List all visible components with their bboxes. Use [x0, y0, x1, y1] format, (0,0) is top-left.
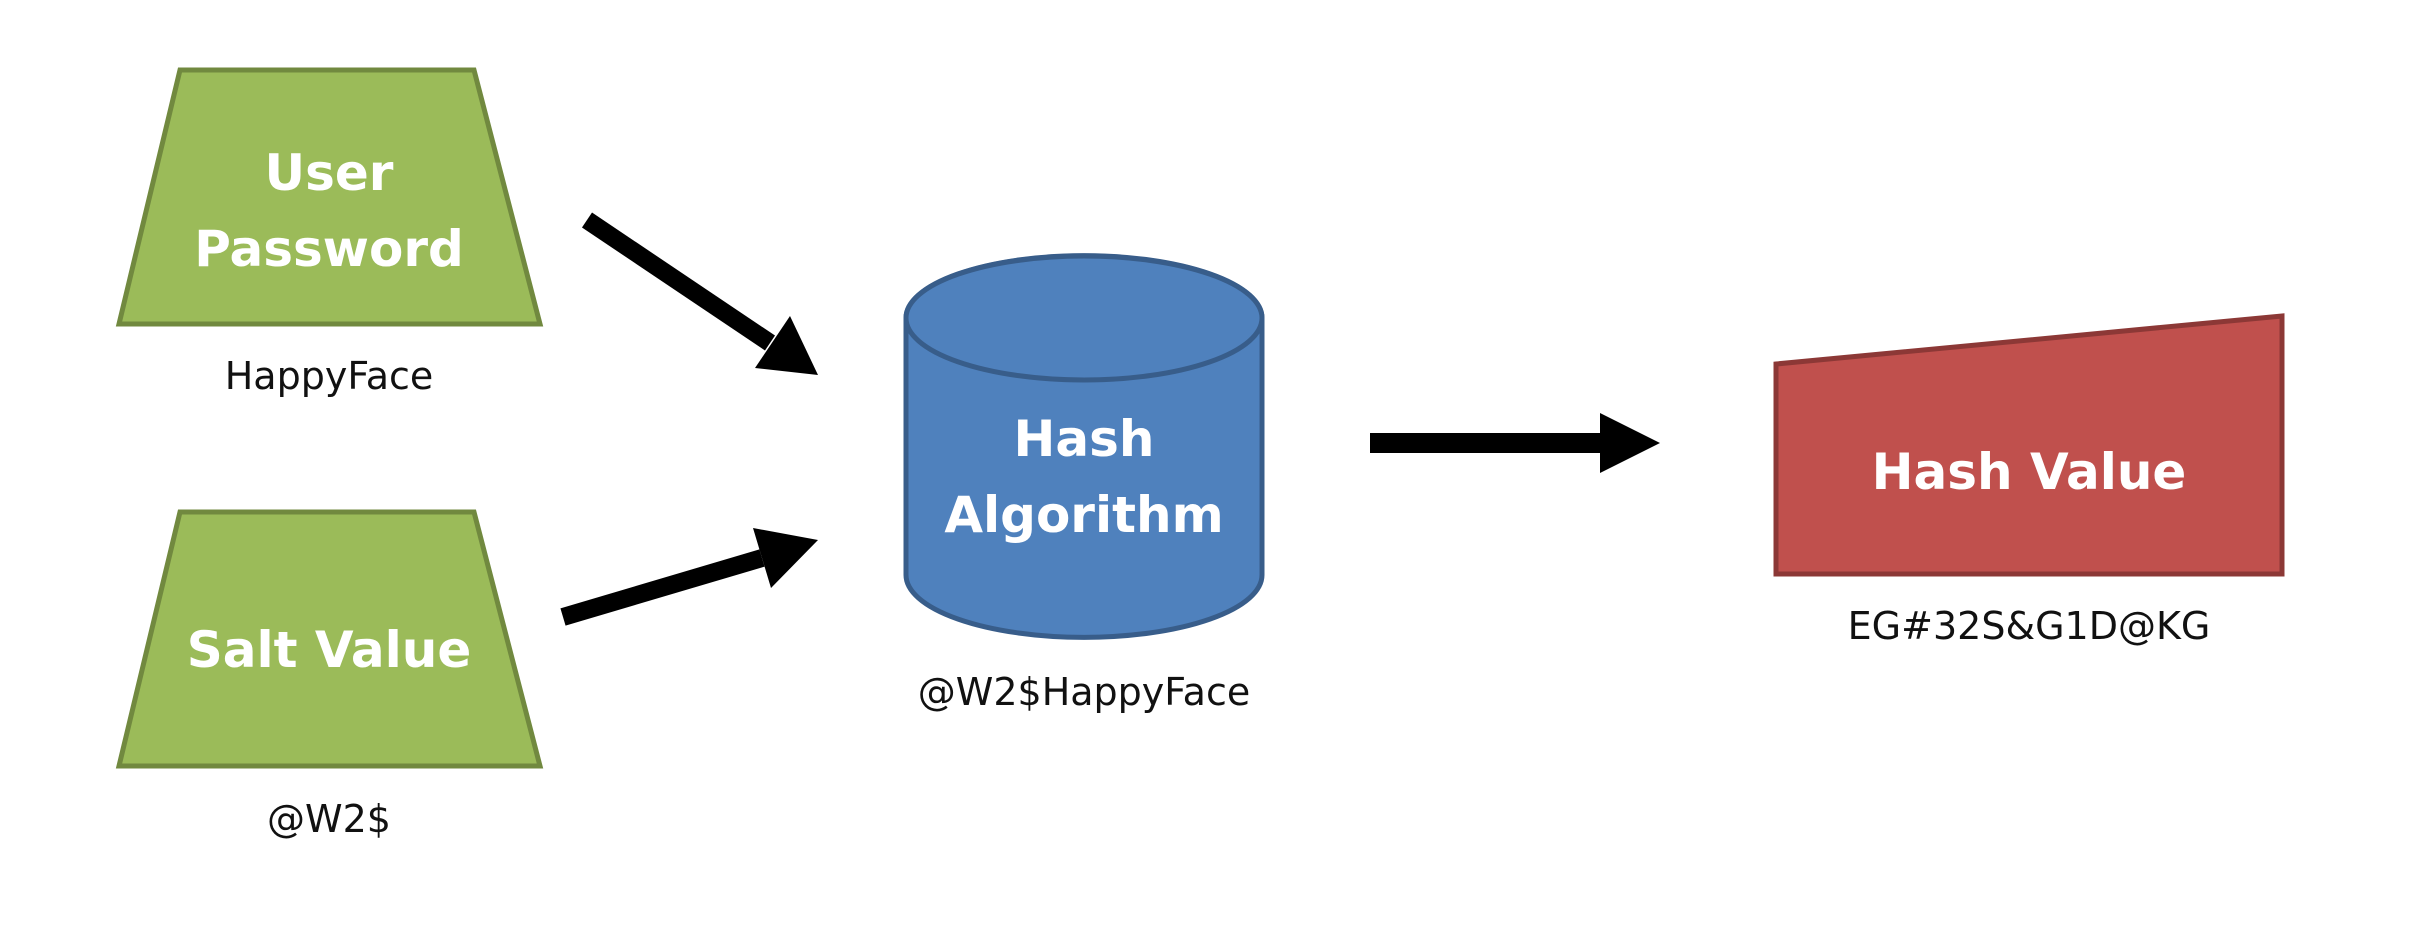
hash-algorithm-label-line1: Hash — [1014, 410, 1155, 468]
arrow-shaft — [581, 212, 776, 351]
salt-value-shape — [115, 509, 544, 769]
salt-value-node: Salt Value — [115, 509, 544, 769]
arrow-head — [755, 316, 818, 375]
arrow-salt-to-algorithm — [560, 528, 818, 626]
arrow-shaft — [560, 549, 765, 626]
user-password-shape — [115, 67, 544, 327]
hash-value-node: Hash Value — [1773, 313, 2285, 577]
salt-value-label: Salt Value — [187, 621, 472, 679]
hash-algorithm-caption: @W2$HappyFace — [918, 670, 1250, 714]
user-password-caption: HappyFace — [225, 354, 434, 398]
hash-value-caption: EG#32S&G1D@KG — [1848, 604, 2211, 648]
salt-value-caption: @W2$ — [267, 797, 391, 841]
cylinder-top — [903, 253, 1265, 383]
arrow-head — [1600, 413, 1660, 473]
user-password-label-line2: Password — [194, 220, 464, 278]
arrow-password-to-algorithm — [581, 212, 818, 375]
user-password-label-line1: User — [265, 144, 394, 202]
arrow-head — [753, 528, 818, 588]
hash-value-label: Hash Value — [1872, 443, 2187, 501]
hash-value-shape — [1773, 313, 2285, 577]
hash-algorithm-node: Hash Algorithm — [903, 253, 1265, 640]
user-password-node: User Password — [115, 67, 544, 327]
hash-algorithm-label-line2: Algorithm — [944, 486, 1223, 544]
arrow-algorithm-to-value — [1370, 413, 1660, 473]
